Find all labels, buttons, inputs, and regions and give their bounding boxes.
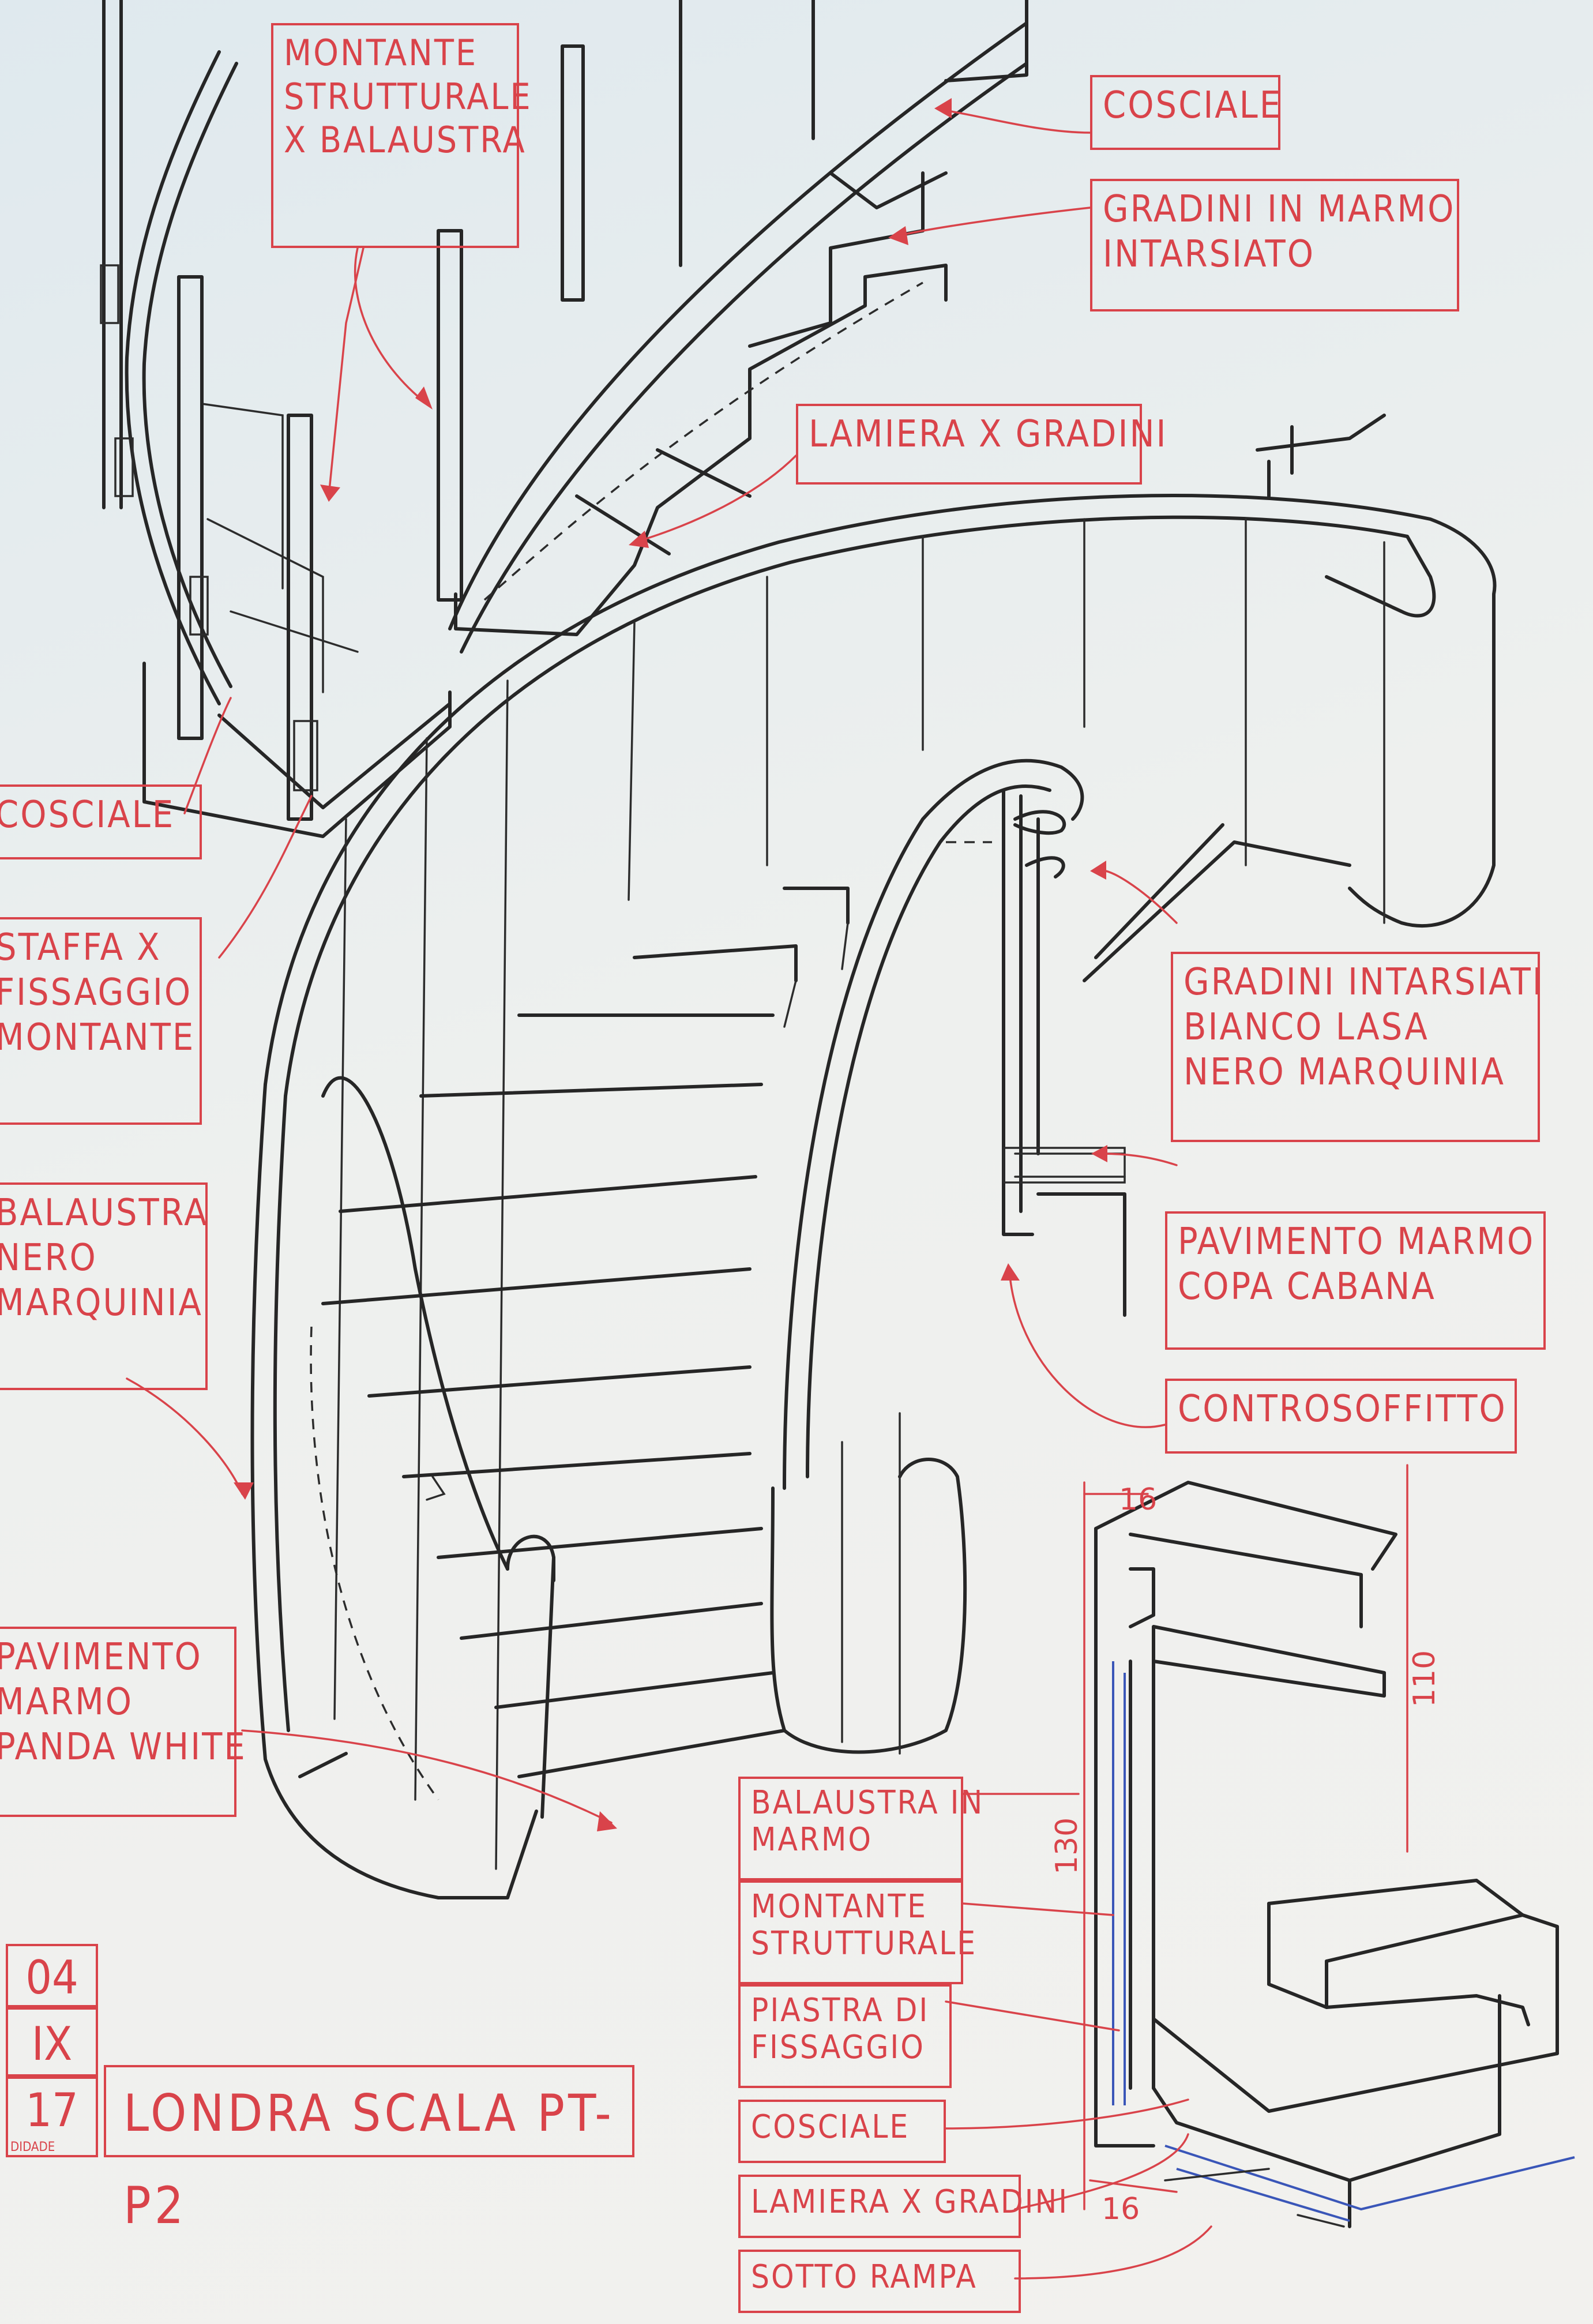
main-spiral-stair — [250, 414, 1497, 1899]
dimension-16-top: 16 — [1119, 1482, 1158, 1517]
dimension-16-bottom: 16 — [1102, 2192, 1140, 2227]
drawing-title: LONDRA SCALA PT-P2 — [104, 2065, 634, 2235]
upper-stair-sketch — [100, 0, 1028, 838]
label-balaustra-nero: BALAUSTRA NERO MARQUINIA — [0, 1182, 208, 1390]
date-box-day: 04 — [6, 1944, 98, 2007]
dimension-110: 110 — [1407, 1650, 1442, 1707]
label-cosciale-left: COSCIALE — [0, 784, 202, 859]
dimension-130: 130 — [1050, 1817, 1084, 1875]
balustrade-detail-section — [1094, 1481, 1575, 2228]
label-sotto-rampa: SOTTO RAMPA — [738, 2250, 1021, 2313]
label-lamiera-gradini-bottom: LAMIERA X GRADINI — [738, 2175, 1067, 2238]
date-box-month: IX — [6, 2007, 98, 2077]
stamp-text: DIDADE — [10, 2140, 55, 2154]
label-balaustra-marmo: BALAUSTRA IN MARMO — [738, 1777, 982, 1880]
label-montante-strutturale-balaustra: MONTANTE STRUTTURALE X BALAUSTRA — [271, 23, 531, 248]
label-controsoffitto: CONTROSOFFITTO — [1165, 1379, 1517, 1454]
label-gradini-marmo-intarsiato: GRADINI IN MARMO INTARSIATO — [1090, 179, 1459, 311]
annotation-leaders — [126, 98, 1408, 2280]
label-montante-strutturale: MONTANTE STRUTTURALE — [738, 1880, 975, 1984]
label-staffa-fissaggio: STAFFA X FISSAGGIO MONTANTE — [0, 917, 202, 1125]
label-cosciale-bottom: COSCIALE — [738, 2100, 946, 2163]
label-piastra-fissaggio: PIASTRA DI FISSAGGIO — [738, 1984, 952, 2088]
label-pavimento-panda: PAVIMENTO MARMO PANDA WHITE — [0, 1627, 245, 1817]
label-cosciale-top: COSCIALE — [1090, 75, 1280, 150]
label-lamiera-gradini-top: LAMIERA X GRADINI — [796, 404, 1166, 485]
date-box-year: 17 DIDADE — [6, 2077, 98, 2157]
label-pavimento-copa: PAVIMENTO MARMO COPA CABANA — [1165, 1211, 1546, 1350]
label-gradini-intarsiati: GRADINI INTARSIATI BIANCO LASA NERO MARQ… — [1171, 952, 1542, 1142]
